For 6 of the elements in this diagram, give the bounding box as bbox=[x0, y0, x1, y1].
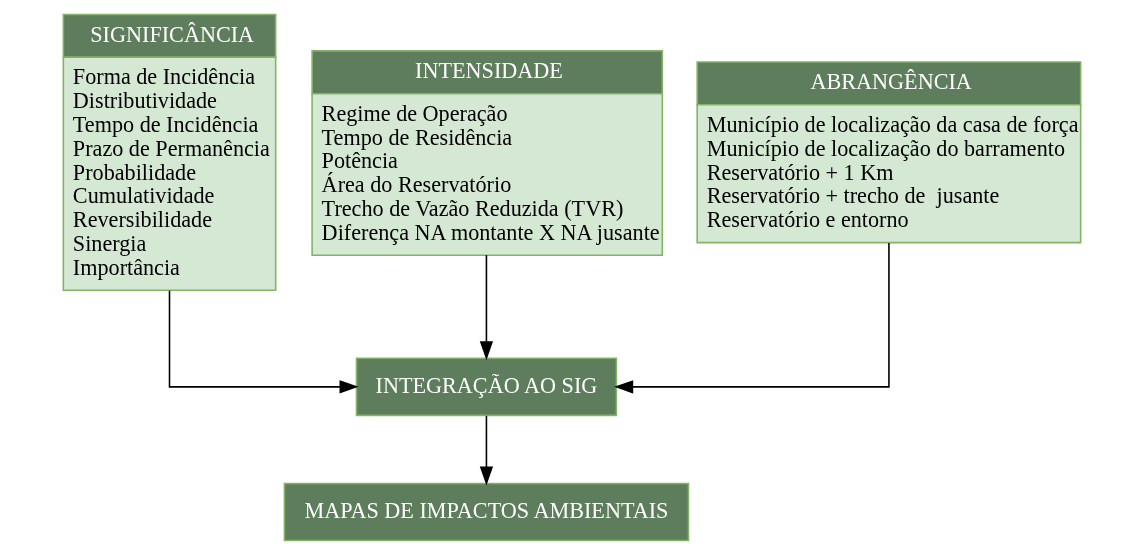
arrow bbox=[479, 254, 494, 361]
node-box: MAPAS DE IMPACTOS AMBIENTAIS bbox=[283, 482, 690, 542]
arrow bbox=[168, 290, 359, 394]
arrow bbox=[614, 242, 890, 394]
arrow bbox=[479, 415, 494, 486]
node-box: INTEGRAÇÃO AO SIG bbox=[355, 357, 618, 417]
